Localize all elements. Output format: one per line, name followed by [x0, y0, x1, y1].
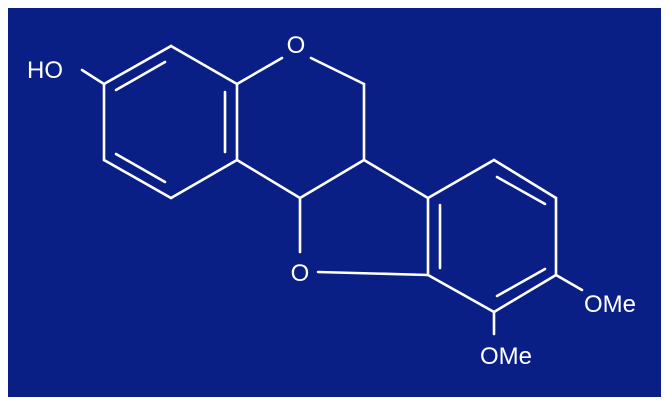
methoxy-right-label: OMe — [584, 291, 636, 318]
bond — [492, 158, 558, 200]
double-bond-inner — [495, 175, 547, 206]
ring-oxygen-top-label: O — [287, 32, 306, 59]
bond — [169, 44, 239, 86]
atom-labels: HO O O OMe OMe — [27, 32, 636, 370]
double-bond-inner — [495, 267, 547, 298]
ring-oxygen-bottom-label: O — [291, 260, 310, 287]
bond-lines — [80, 44, 584, 336]
bond — [298, 158, 366, 200]
bond — [235, 56, 284, 86]
bond — [426, 273, 496, 314]
bond — [554, 273, 584, 292]
bond — [362, 158, 430, 200]
bond — [235, 158, 302, 200]
bond — [169, 158, 239, 200]
methoxy-bottom-label: OMe — [480, 343, 532, 370]
bond — [80, 68, 106, 86]
background-panel — [6, 6, 663, 399]
double-bond-inner — [114, 60, 167, 92]
bond — [309, 56, 366, 86]
hydroxyl-label: HO — [27, 57, 63, 84]
double-bond-inner — [114, 152, 167, 184]
bond — [492, 273, 558, 314]
bond — [426, 158, 496, 200]
bond — [102, 44, 173, 86]
bond — [102, 158, 173, 200]
bond — [316, 270, 430, 277]
